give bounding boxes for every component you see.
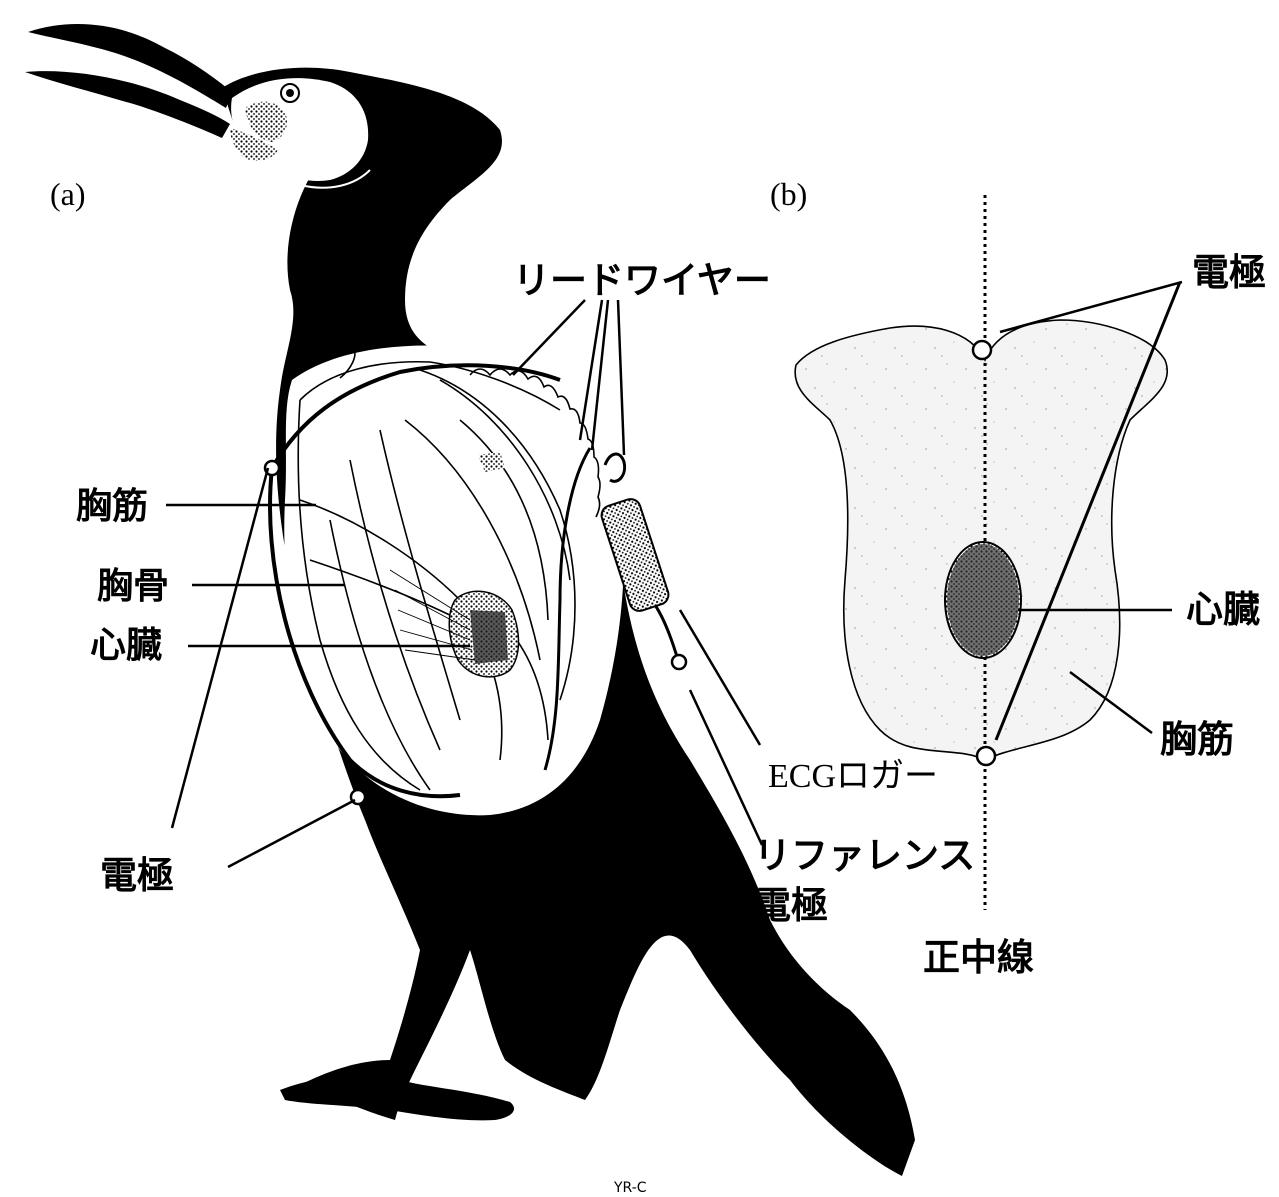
label-sternum: 胸骨	[97, 566, 169, 607]
electrode-b-top	[973, 341, 991, 359]
label-heart-b: 心臓	[1186, 588, 1260, 631]
label-reference-electrode-1: リファレンス	[754, 834, 975, 877]
label-pectoral-muscle-b: 胸筋	[1160, 718, 1234, 761]
label-pectoral-muscle-a: 胸筋	[76, 486, 148, 527]
panel-label-b: (b)	[770, 176, 807, 212]
label-electrode-a: 電極	[100, 854, 174, 897]
panel-b-diagram	[795, 195, 1180, 910]
electrode-b-bottom	[977, 747, 995, 765]
label-electrode-b: 電極	[1192, 251, 1266, 294]
label-ecg-logger: ECGロガー	[768, 758, 938, 795]
reference-electrode-marker	[672, 655, 686, 669]
label-midline: 正中線	[923, 936, 1034, 979]
label-reference-electrode-2: 電極	[754, 884, 828, 927]
exposed-chest-anatomy	[284, 342, 624, 815]
panel-label-a: (a)	[50, 176, 86, 212]
label-lead-wire: リードワイヤー	[513, 259, 771, 302]
credit-text: YR-C	[613, 1180, 647, 1196]
label-heart-a: 心臓	[90, 625, 162, 666]
